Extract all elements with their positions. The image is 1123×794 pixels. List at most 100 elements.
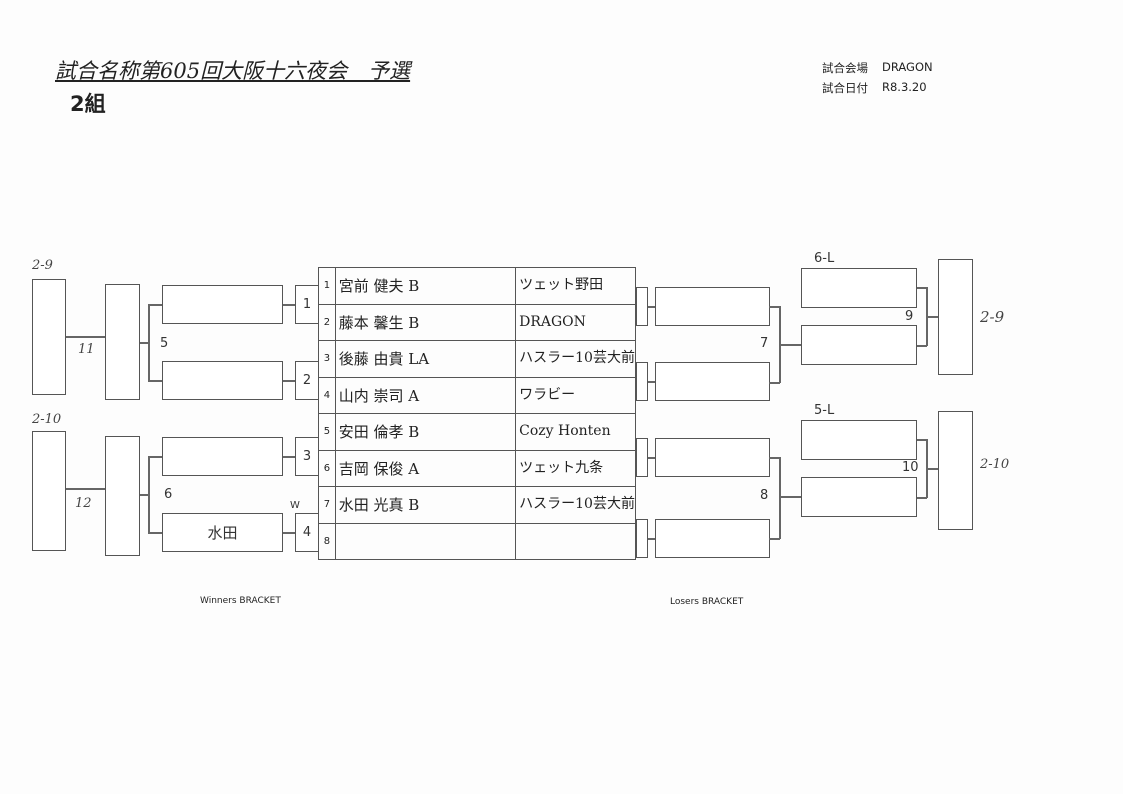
connector bbox=[648, 457, 655, 459]
date-value: R8.3.20 bbox=[882, 80, 927, 94]
from-5-loser-label: 5-L bbox=[814, 403, 835, 418]
match-number-5: 5 bbox=[160, 336, 169, 351]
winners-bracket-label: Winners BRACKET bbox=[200, 596, 281, 606]
connector bbox=[283, 380, 295, 382]
entry-number: 6 bbox=[318, 449, 336, 487]
connector bbox=[648, 538, 655, 540]
connector bbox=[283, 532, 295, 534]
team-name bbox=[515, 522, 636, 560]
final-slot-bottom bbox=[32, 431, 66, 551]
loser-match-box bbox=[636, 438, 648, 477]
match-box-3: 3 bbox=[295, 437, 319, 476]
connector bbox=[917, 439, 927, 441]
player-name: 宮前 健夫 B bbox=[334, 267, 517, 305]
player-name: 藤本 馨生 B bbox=[334, 303, 517, 341]
loser-final-slot-bottom bbox=[938, 411, 973, 530]
connector bbox=[769, 457, 780, 459]
entry-number: 4 bbox=[318, 376, 336, 414]
team-name: ハスラー10芸大前 bbox=[515, 486, 636, 524]
match-box-2: 2 bbox=[295, 361, 319, 400]
connector bbox=[140, 342, 149, 344]
player-name: 山内 崇司 A bbox=[334, 376, 517, 414]
winner-slot-4: 水田 bbox=[162, 513, 283, 552]
player-name: 吉岡 保俊 A bbox=[334, 449, 517, 487]
entry-number: 2 bbox=[318, 303, 336, 341]
hand-note-12: 12 bbox=[75, 496, 92, 511]
connector bbox=[66, 488, 106, 490]
entry-number: 1 bbox=[318, 267, 336, 305]
venue-label: 試合会場 bbox=[822, 61, 868, 75]
loser-slot-1 bbox=[655, 287, 770, 326]
winners-semi-slot-bottom bbox=[105, 436, 140, 556]
hand-note-2-9-right: 2-9 bbox=[980, 308, 1005, 326]
connector bbox=[917, 287, 927, 289]
connector bbox=[140, 494, 149, 496]
connector bbox=[148, 456, 162, 458]
loser-slot-3 bbox=[655, 438, 770, 477]
venue-value: DRAGON bbox=[882, 60, 933, 74]
connector bbox=[648, 381, 655, 383]
group-label: 2組 bbox=[70, 92, 106, 116]
loser-semi-slot-1 bbox=[801, 268, 917, 308]
hand-note-2-9: 2-9 bbox=[32, 258, 53, 273]
connector bbox=[926, 316, 939, 318]
loser-semi-slot-3 bbox=[801, 420, 917, 460]
final-slot-top bbox=[32, 279, 66, 395]
winner-slot-3 bbox=[162, 437, 283, 476]
losers-bracket-label: Losers BRACKET bbox=[670, 597, 744, 607]
hand-note-2-10-right: 2-10 bbox=[980, 457, 1010, 472]
loser-slot-2 bbox=[655, 362, 770, 401]
connector bbox=[66, 336, 106, 338]
from-6-loser-label: 6-L bbox=[814, 251, 835, 266]
match-number-9: 9 bbox=[905, 309, 914, 324]
match-box-4: 4 bbox=[295, 513, 319, 552]
entry-number: 7 bbox=[318, 486, 336, 524]
team-name: ツェット野田 bbox=[515, 267, 636, 305]
connector bbox=[779, 496, 801, 498]
connector bbox=[148, 532, 162, 534]
date-label: 試合日付 bbox=[822, 81, 868, 95]
team-name: ツェット九条 bbox=[515, 449, 636, 487]
loser-semi-slot-2 bbox=[801, 325, 917, 365]
connector bbox=[769, 306, 780, 308]
team-name: ワラビー bbox=[515, 376, 636, 414]
loser-slot-4 bbox=[655, 519, 770, 558]
player-name: 水田 光真 B bbox=[334, 486, 517, 524]
winner-slot-1 bbox=[162, 285, 283, 324]
winners-semi-slot-top bbox=[105, 284, 140, 400]
connector bbox=[148, 456, 150, 533]
match-number-10: 10 bbox=[902, 460, 919, 475]
connector bbox=[283, 304, 295, 306]
hand-note-2-10: 2-10 bbox=[32, 412, 62, 427]
player-name: 後藤 由貴 LA bbox=[334, 340, 517, 378]
team-name: Cozy Honten bbox=[515, 413, 636, 451]
connector bbox=[926, 468, 939, 470]
hand-note-11: 11 bbox=[78, 342, 95, 357]
connector bbox=[779, 457, 781, 539]
connector bbox=[769, 382, 780, 384]
loser-match-box bbox=[636, 362, 648, 401]
match-number-7: 7 bbox=[760, 336, 769, 351]
entry-number: 5 bbox=[318, 413, 336, 451]
entry-number: 8 bbox=[318, 522, 336, 560]
connector bbox=[917, 497, 927, 499]
match-number-6: 6 bbox=[164, 487, 173, 502]
tournament-title: 試合名称第605回大阪十六夜会 予選 bbox=[55, 59, 411, 83]
player-name bbox=[334, 522, 517, 560]
connector bbox=[283, 456, 295, 458]
connector bbox=[648, 306, 655, 308]
loser-semi-slot-4 bbox=[801, 477, 917, 517]
match-box-1: 1 bbox=[295, 285, 319, 324]
walkover-mark: W bbox=[290, 500, 300, 511]
player-name: 安田 倫孝 B bbox=[334, 413, 517, 451]
team-name: DRAGON bbox=[515, 303, 636, 341]
connector bbox=[769, 538, 780, 540]
entry-row: 8 bbox=[318, 522, 636, 560]
winner-slot-2 bbox=[162, 361, 283, 400]
